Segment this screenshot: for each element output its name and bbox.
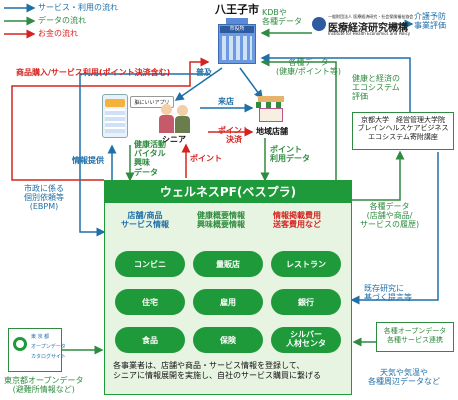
- store-label: 地域店舗: [256, 127, 288, 136]
- category-insurance: 保険: [193, 327, 263, 353]
- category-silver-center: シルバー 人材センタ: [271, 327, 341, 353]
- city-hall-sign: 市役所: [220, 26, 254, 33]
- category-restaurant: レストラン: [271, 251, 341, 277]
- platform-col-health-info: 健康概要情報 興味概要情報: [197, 211, 245, 230]
- category-convenience: コンビニ: [115, 251, 185, 277]
- senior-couple-icon: [158, 104, 192, 134]
- category-mass-retailer: 量販店: [193, 251, 263, 277]
- wellness-platform: ウェルネスPF(ベスプラ) 店舗/商品 サービス情報 健康概要情報 興味概要情報…: [104, 180, 352, 395]
- policy-request-label: 市政に係る 個別依頼等 (EBPM): [24, 184, 64, 212]
- tokyo-opendata-logo: 東 京 都 オープンデータ カタログサイト: [8, 328, 66, 372]
- store-history-data-label: 各種データ (店舗や商品/ サービスの履歴): [360, 202, 420, 230]
- proposal-label: 既存研究に 基づく提言等: [364, 284, 412, 303]
- platform-col-cost: 情報掲載費用 送客費用など: [273, 211, 321, 230]
- legend-data-flow: データの流れ: [38, 16, 86, 25]
- smartphone-icon: [102, 94, 128, 138]
- kdb-data-label: KDBや 各種データ: [262, 8, 302, 27]
- category-employment: 雇用: [193, 289, 263, 315]
- category-bank: 銀行: [271, 289, 341, 315]
- point-payment-label: ポイント 決済: [218, 126, 250, 145]
- legend-service-flow: サービス・利用の流れ: [38, 3, 118, 12]
- opendata-link-box: 各種オープンデータ 各種サービス連携: [376, 322, 454, 352]
- health-activity-label: 健康活動 バイタル 興味 データ: [134, 140, 166, 177]
- platform-col-store-info: 店舗/商品 サービス情報: [121, 211, 169, 230]
- tokyo-opendata-label: 東京都オープンデータ (避難所情報など): [4, 376, 84, 395]
- point-label: ポイント: [190, 154, 222, 163]
- category-housing: 住宅: [115, 289, 185, 315]
- ihep-emblem-icon: [312, 17, 326, 31]
- city-name: 八王子市: [215, 3, 259, 16]
- category-food: 食品: [115, 327, 185, 353]
- store-icon: [256, 96, 286, 124]
- senior-label: シニア: [162, 135, 186, 144]
- kyoto-university-box: 京都大学 経営管理大学院 ブレインヘルスケアビジネス エコシステム寄附講座: [352, 112, 454, 150]
- platform-footer: 各事業者は、店舗や商品・サービス情報を登録して、 シニアに情報展開を実施し、自社…: [113, 361, 321, 381]
- city-hall-icon: 市役所: [212, 18, 262, 66]
- nursing-eval-label: 介護予防 事業評価: [414, 12, 446, 31]
- ihep-logo: 一般財団法人 医療経済研究・社会保険福祉協会 医療経済研究機構 Institut…: [312, 14, 413, 38]
- ecosystem-eval-label: 健康と経済の エコシステム 評価: [352, 74, 400, 102]
- platform-title: ウェルネスPF(ベスプラ): [105, 181, 351, 203]
- weather-data-label: 天気や気温や 各種周辺データなど: [368, 368, 440, 387]
- legend-money-flow: お金の流れ: [38, 29, 78, 38]
- product-purchase-label: 商品購入/サービス利用(ポイント決済含む): [16, 68, 171, 77]
- info-provision-label: 情報提供: [72, 156, 104, 165]
- health-data-label: 各種データ (健康/ポイント等): [276, 58, 341, 77]
- visit-label: 来店: [218, 97, 234, 106]
- tokyo-logo-circle-icon: [13, 337, 27, 351]
- point-data-label: ポイント 利用データ: [270, 145, 310, 164]
- spread-label: 普及: [196, 68, 212, 77]
